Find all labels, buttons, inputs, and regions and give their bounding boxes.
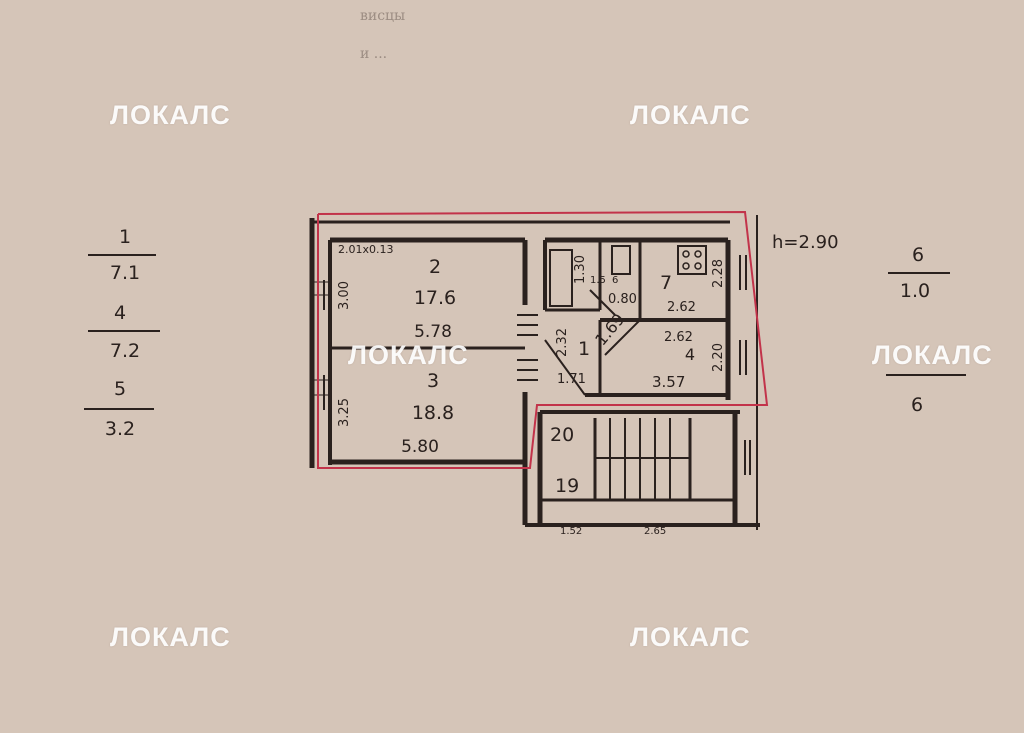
room4-area: 3.57 <box>652 373 686 391</box>
left-row1-divider <box>88 254 156 256</box>
bath-dim-c: 6 <box>612 275 619 286</box>
room2-number: 2 <box>428 256 442 278</box>
left-row2-divider <box>88 330 160 332</box>
room3-depth: 3.25 <box>336 398 352 427</box>
background-text-line1: висцы <box>360 8 406 24</box>
room1-dim-b: 1.71 <box>557 372 586 387</box>
room7-area: 2.62 <box>667 300 696 315</box>
right-bottom-divider <box>886 374 966 376</box>
room2-depth: 3.00 <box>336 281 352 310</box>
bath-dim-d: 0.80 <box>608 292 637 307</box>
right-bottom-area: 6 <box>910 394 924 416</box>
room3-width: 5.80 <box>401 437 439 457</box>
left-row2-area: 7.2 <box>109 340 141 362</box>
bath-dim-a: 1.30 <box>572 255 588 284</box>
room7-number: 7 <box>659 272 673 294</box>
room3-number: 3 <box>426 370 440 392</box>
right-top-area: 1.0 <box>899 280 931 302</box>
watermark-top-left: ЛОКАЛС <box>110 100 231 130</box>
left-row1-area: 7.1 <box>109 262 141 284</box>
right-top-num: 6 <box>911 244 925 266</box>
stair19-number: 19 <box>555 475 580 497</box>
watermark-center: ЛОКАЛС <box>348 340 469 370</box>
room1-dim-a: 2.32 <box>554 328 570 357</box>
room2-width: 5.78 <box>414 322 452 342</box>
room2-top-note: 2.01x0.13 <box>338 243 394 256</box>
left-row2-num: 4 <box>113 302 127 324</box>
background-text-line2: и ... <box>360 46 388 62</box>
plan-walls <box>309 215 760 530</box>
stair20-number: 20 <box>550 424 575 446</box>
bottom-dim-b: 2.65 <box>644 526 667 537</box>
watermark-top-right: ЛОКАЛС <box>630 100 751 130</box>
watermark-right: ЛОКАЛС <box>872 340 993 370</box>
room1-number: 1 <box>577 338 591 360</box>
right-top-divider <box>888 272 950 274</box>
left-row3-divider <box>84 408 154 410</box>
apartment-outline <box>317 210 769 469</box>
room4-number: 4 <box>684 345 696 364</box>
ceiling-height-label: h=2.90 <box>772 232 839 253</box>
left-row3-area: 3.2 <box>104 418 136 440</box>
room2-area: 17.6 <box>413 287 457 309</box>
left-row3-num: 5 <box>113 378 127 400</box>
room3-area: 18.8 <box>411 402 455 424</box>
bottom-dim-a: 1.52 <box>560 526 583 537</box>
room4-dim-a: 2.62 <box>664 330 693 345</box>
left-row1-num: 1 <box>118 226 132 248</box>
watermark-bottom-left: ЛОКАЛС <box>110 622 231 652</box>
room4-dim-b: 2.20 <box>710 343 726 372</box>
room7-dim-a: 2.28 <box>710 259 726 288</box>
watermark-bottom-right: ЛОКАЛС <box>630 622 751 652</box>
bath-dim-b: 1.5 <box>590 275 606 286</box>
